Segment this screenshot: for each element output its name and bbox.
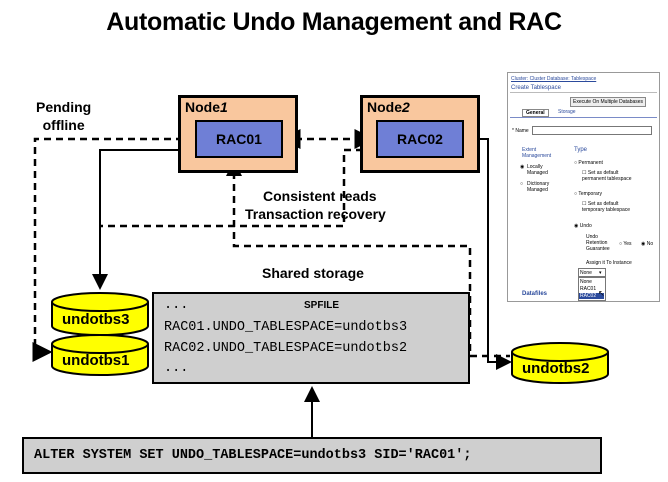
em-create-tablespace-panel: Cluster: Cluster Database: Tablespace Cr… <box>507 72 660 302</box>
tab-general[interactable]: General <box>522 109 549 117</box>
checkbox-default-temporary[interactable]: ☐ Set as default temporary tablespace <box>582 201 631 213</box>
undotbs3-label: undotbs3 <box>62 311 130 328</box>
name-input[interactable] <box>532 126 652 135</box>
radio-permanent[interactable]: ○ Permanent <box>574 160 603 166</box>
spfile-line: ... <box>164 298 189 313</box>
em-page-title: Create Tablespace <box>511 85 561 91</box>
alter-system-command: ALTER SYSTEM SET UNDO_TABLESPACE=undotbs… <box>22 437 602 474</box>
checkbox-default-permanent[interactable]: ☐ Set as default permanent tablespace <box>582 170 632 182</box>
disk-undotbs1 <box>51 334 149 376</box>
datafiles-label: Datafiles <box>522 291 548 297</box>
consistent-reads-label: Consistent reads <box>263 188 377 204</box>
tab-storage[interactable]: Storage <box>558 109 576 115</box>
transaction-recovery-label: Transaction recovery <box>245 206 386 222</box>
offline-label: offline <box>42 117 85 133</box>
radio-yes[interactable]: ○ Yes <box>619 241 632 247</box>
locally-managed-label: Locally Managed <box>527 164 548 176</box>
divider <box>510 92 657 93</box>
divider <box>510 117 657 118</box>
breadcrumb: Cluster: Cluster Database: Tablespace <box>511 76 597 82</box>
radio-temporary[interactable]: ○ Temporary <box>574 191 602 197</box>
name-label: * Name <box>512 128 529 134</box>
assign-instance-label: Assign it To Instance <box>586 260 632 266</box>
spfile-line: ... <box>164 361 189 376</box>
option-none[interactable]: None <box>580 279 592 285</box>
node-2-label: Node2 <box>367 99 410 115</box>
option-rac02[interactable]: RAC02 <box>579 293 604 299</box>
spfile-line: RAC01.UNDO_TABLESPACE=undotbs3 <box>164 320 408 335</box>
dictionary-managed-label: Dictionary Managed <box>527 181 550 193</box>
undotbs2-label: undotbs2 <box>522 360 590 377</box>
page-title: Automatic Undo Management and RAC <box>106 8 562 36</box>
shared-storage-label: Shared storage <box>262 265 364 281</box>
spfile-header: SPFILE <box>304 300 340 311</box>
cursor-icon: ↖ <box>598 289 605 298</box>
disk-undotbs2 <box>511 342 609 384</box>
undo-retention-label: Undo Retention Guarantee <box>586 234 610 252</box>
radio-undo[interactable]: ◉ Undo <box>574 223 592 229</box>
node-1-label: Node1 <box>185 99 228 115</box>
instance-rac02: RAC02 <box>376 120 464 158</box>
execute-button[interactable]: Execute On Multiple Databases <box>570 97 647 107</box>
spfile-line: RAC02.UNDO_TABLESPACE=undotbs2 <box>164 341 408 356</box>
extent-management-label: Extent Management <box>522 147 552 159</box>
instance-rac01: RAC01 <box>195 120 283 158</box>
spfile-box: SPFILE ... RAC01.UNDO_TABLESPACE=undotbs… <box>152 292 470 384</box>
pending-offline-label: Pending offline <box>36 98 91 134</box>
disk-undotbs3 <box>51 292 149 336</box>
radio-dictionary-managed[interactable]: ○ <box>520 181 524 187</box>
radio-locally-managed[interactable]: ◉ <box>520 164 525 170</box>
radio-no[interactable]: ◉ No <box>641 241 654 247</box>
instance-dropdown-list[interactable]: None RAC01 RAC02 <box>578 277 606 301</box>
chevron-down-icon: ▾ <box>599 270 602 276</box>
option-rac01[interactable]: RAC01 <box>580 286 597 292</box>
instance-select[interactable]: None ▾ <box>578 268 606 277</box>
undotbs1-label: undotbs1 <box>62 352 130 369</box>
type-label: Type <box>574 147 588 153</box>
pending-label: Pending <box>36 99 92 115</box>
